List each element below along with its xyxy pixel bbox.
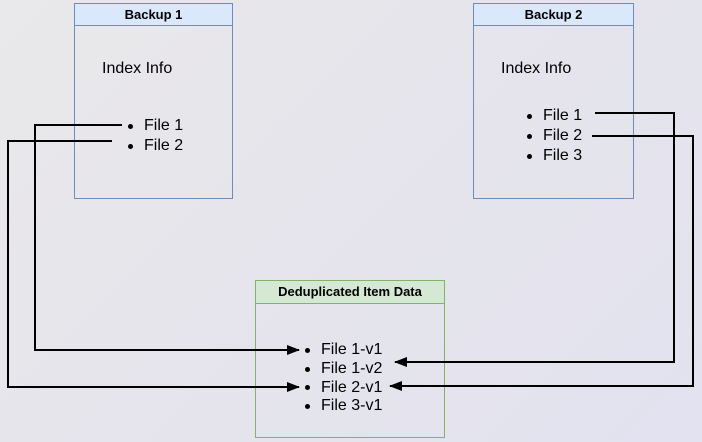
list-item: File 2 (128, 136, 183, 156)
list-item: File 3-v1 (305, 397, 382, 416)
backup1-subtitle: Index Info (102, 60, 173, 77)
list-item: File 3 (527, 146, 582, 166)
backup1-file-1-label: File 1 (144, 117, 184, 134)
backup1-file-list: File 1 File 2 (128, 116, 183, 156)
backup2-box: Backup 2 Index Info File 1 File 2 File 3 (473, 3, 634, 199)
bullet-icon (305, 385, 310, 391)
dedup-item-list: File 1-v1 File 1-v2 File 2-v1 File 3-v1 (305, 341, 382, 416)
backup1-file-2-label: File 2 (144, 137, 184, 154)
bullet-icon (128, 123, 133, 129)
backup1-title: Backup 1 (75, 4, 232, 26)
list-item: File 1-v2 (305, 360, 382, 379)
bullet-icon (128, 143, 133, 149)
dedup-title: Deduplicated Item Data (256, 281, 444, 304)
bullet-icon (305, 366, 310, 372)
dedup-item-file1v2-label: File 1-v2 (321, 360, 383, 378)
backup1-box: Backup 1 Index Info File 1 File 2 (74, 3, 233, 199)
bullet-icon (305, 403, 310, 409)
backup2-file-list: File 1 File 2 File 3 (527, 106, 582, 166)
backup2-file-1-label: File 1 (543, 107, 583, 124)
dedup-item-file2v1-label: File 2-v1 (321, 378, 383, 396)
list-item: File 2 (527, 126, 582, 146)
list-item: File 2-v1 (305, 378, 382, 397)
bullet-icon (527, 113, 532, 119)
backup2-subtitle: Index Info (501, 60, 572, 77)
backup2-title: Backup 2 (474, 4, 633, 26)
deduplicated-item-data-box: Deduplicated Item Data File 1-v1 File 1-… (255, 280, 445, 438)
dedup-item-file1v1-label: File 1-v1 (321, 341, 383, 359)
list-item: File 1 (128, 116, 183, 136)
list-item: File 1 (527, 106, 582, 126)
bullet-icon (527, 153, 532, 159)
backup2-file-3-label: File 3 (543, 147, 583, 164)
bullet-icon (305, 347, 310, 353)
list-item: File 1-v1 (305, 341, 382, 360)
dedup-item-file3v1-label: File 3-v1 (321, 397, 383, 415)
backup2-file-2-label: File 2 (543, 127, 583, 144)
bullet-icon (527, 133, 532, 139)
